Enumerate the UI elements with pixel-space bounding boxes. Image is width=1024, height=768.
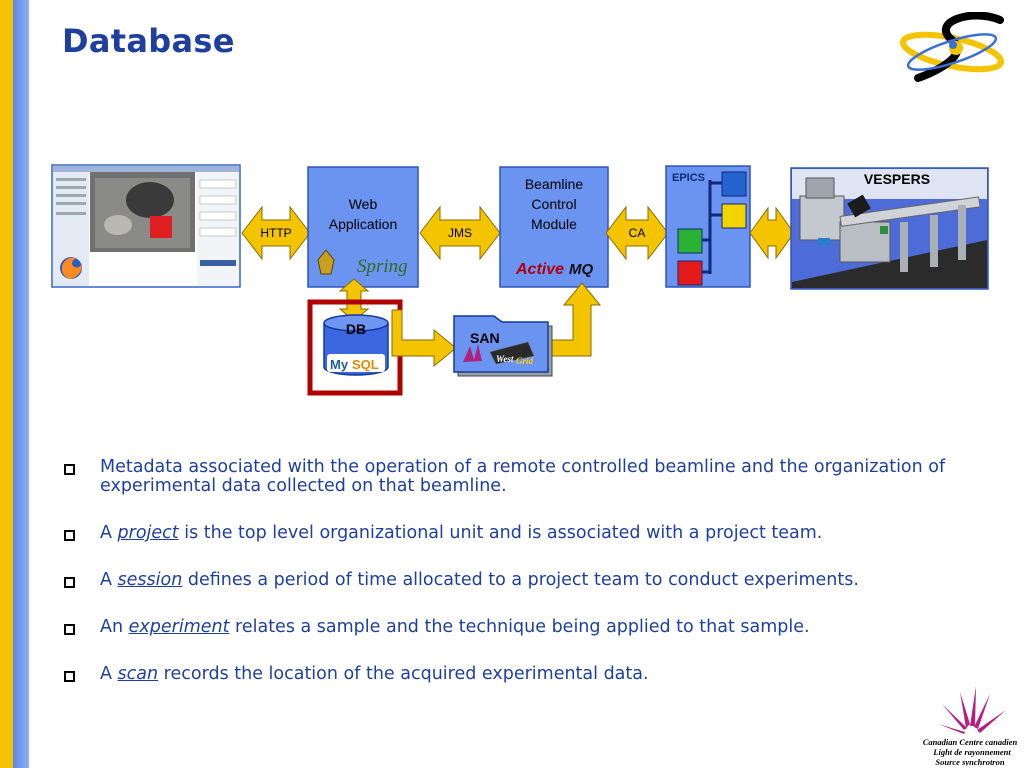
vespers-beamline-image: VESPERS (790, 167, 989, 290)
svg-text:DB: DB (346, 321, 366, 337)
web-to-san-arrow (391, 309, 457, 368)
svg-text:JMS: JMS (448, 226, 472, 240)
svg-text:Beamline: Beamline (525, 176, 584, 192)
bullet-item: Metadata associated with the operation o… (62, 458, 982, 496)
bullet-square-icon (64, 577, 75, 588)
jms-arrow: JMS (419, 205, 501, 261)
bullet-item: An experiment relates a sample and the t… (62, 618, 982, 637)
svg-text:Control: Control (531, 196, 576, 212)
term-experiment: experiment (128, 617, 230, 637)
clsi-logo-icon: Canadian Centre canadien Light de rayonn… (923, 686, 1018, 766)
mysql-logo: My (330, 357, 349, 372)
activemq-label: Active (515, 261, 564, 278)
svg-text:SAN: SAN (470, 330, 500, 346)
svg-text:Application: Application (329, 216, 398, 232)
bullet-square-icon (64, 530, 75, 541)
svg-text:Grid: Grid (516, 356, 534, 366)
svg-text:MQ: MQ (569, 261, 593, 278)
left-accent-bar (0, 0, 29, 768)
web-application-box: Web Application Spring (307, 166, 419, 288)
term-project: project (117, 523, 179, 543)
http-label: HTTP (260, 226, 291, 240)
beamline-control-module-box: Beamline Control Module Active MQ (499, 166, 609, 288)
bullet-item: A session defines a period of time alloc… (62, 571, 982, 590)
ca-arrow: CA (605, 205, 669, 261)
epics-box: EPICS (665, 165, 751, 288)
architecture-diagram: HTTP Web Application Spring JMS Beamline… (51, 164, 989, 396)
spring-label: Spring (357, 256, 408, 277)
westgrid-logo: West (496, 354, 514, 364)
bullet-item: A scan records the location of the acqui… (62, 665, 982, 684)
term-scan: scan (117, 664, 159, 684)
hardware-arrow (749, 206, 795, 260)
svg-text:VESPERS: VESPERS (864, 171, 930, 187)
http-arrow: HTTP (241, 205, 311, 261)
tomcat-icon (317, 249, 335, 275)
bullet-list: Metadata associated with the operation o… (62, 458, 982, 712)
svg-text:Web: Web (349, 196, 378, 212)
san-storage-folder: SAN West Grid (453, 315, 553, 377)
database-cylinder: DB My SQL (323, 314, 389, 376)
web-ui-screenshot (51, 164, 241, 288)
bullet-item: A project is the top level organizationa… (62, 524, 982, 543)
footer-logo-line3: Source synchrotron (935, 757, 1004, 766)
footer-logo-line2: Light de rayonnement (932, 747, 1011, 757)
slide-title: Database (62, 22, 235, 60)
svg-text:CA: CA (629, 226, 646, 240)
bullet-square-icon (64, 464, 75, 475)
bullet-square-icon (64, 671, 75, 682)
svg-text:Module: Module (531, 216, 577, 232)
term-session: session (117, 570, 183, 590)
footer-logo-line1: Canadian Centre canadien (923, 737, 1018, 747)
svg-text:EPICS: EPICS (672, 172, 705, 184)
synchrotron-logo-icon (900, 12, 1004, 82)
svg-text:SQL: SQL (352, 357, 379, 372)
bullet-square-icon (64, 624, 75, 635)
